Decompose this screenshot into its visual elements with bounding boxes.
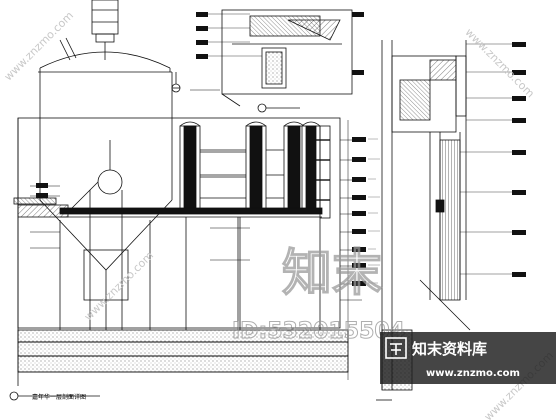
- brand-badge: 知末资料库 www.znzmo.com: [380, 332, 556, 384]
- brand-logo-icon: [385, 337, 407, 359]
- side-section: [376, 40, 526, 401]
- top-section-detail: [196, 9, 364, 113]
- floor-layer-3: [17, 355, 349, 373]
- brand-url: www.znzmo.com: [426, 368, 520, 379]
- tank-vessel: [38, 0, 181, 93]
- watermark-logo: 知末: [282, 244, 382, 302]
- brand-name: 知末资料库: [412, 340, 487, 358]
- rails: [200, 149, 284, 199]
- cylinder-columns: [179, 121, 321, 211]
- main-elevation: [9, 0, 380, 401]
- svg-text:www.znzmo.com: www.znzmo.com: [463, 26, 537, 100]
- annotation-tags: [36, 137, 366, 286]
- svg-text:www.znzmo.com: www.znzmo.com: [82, 249, 156, 323]
- counter-slab: [59, 207, 323, 215]
- main-elevation-caption: 嘉年华一层剖面详图: [32, 393, 86, 401]
- watermark-id: ID:532015504: [232, 319, 405, 344]
- detail-callout: [97, 169, 123, 195]
- floor-layer-2: [17, 341, 349, 357]
